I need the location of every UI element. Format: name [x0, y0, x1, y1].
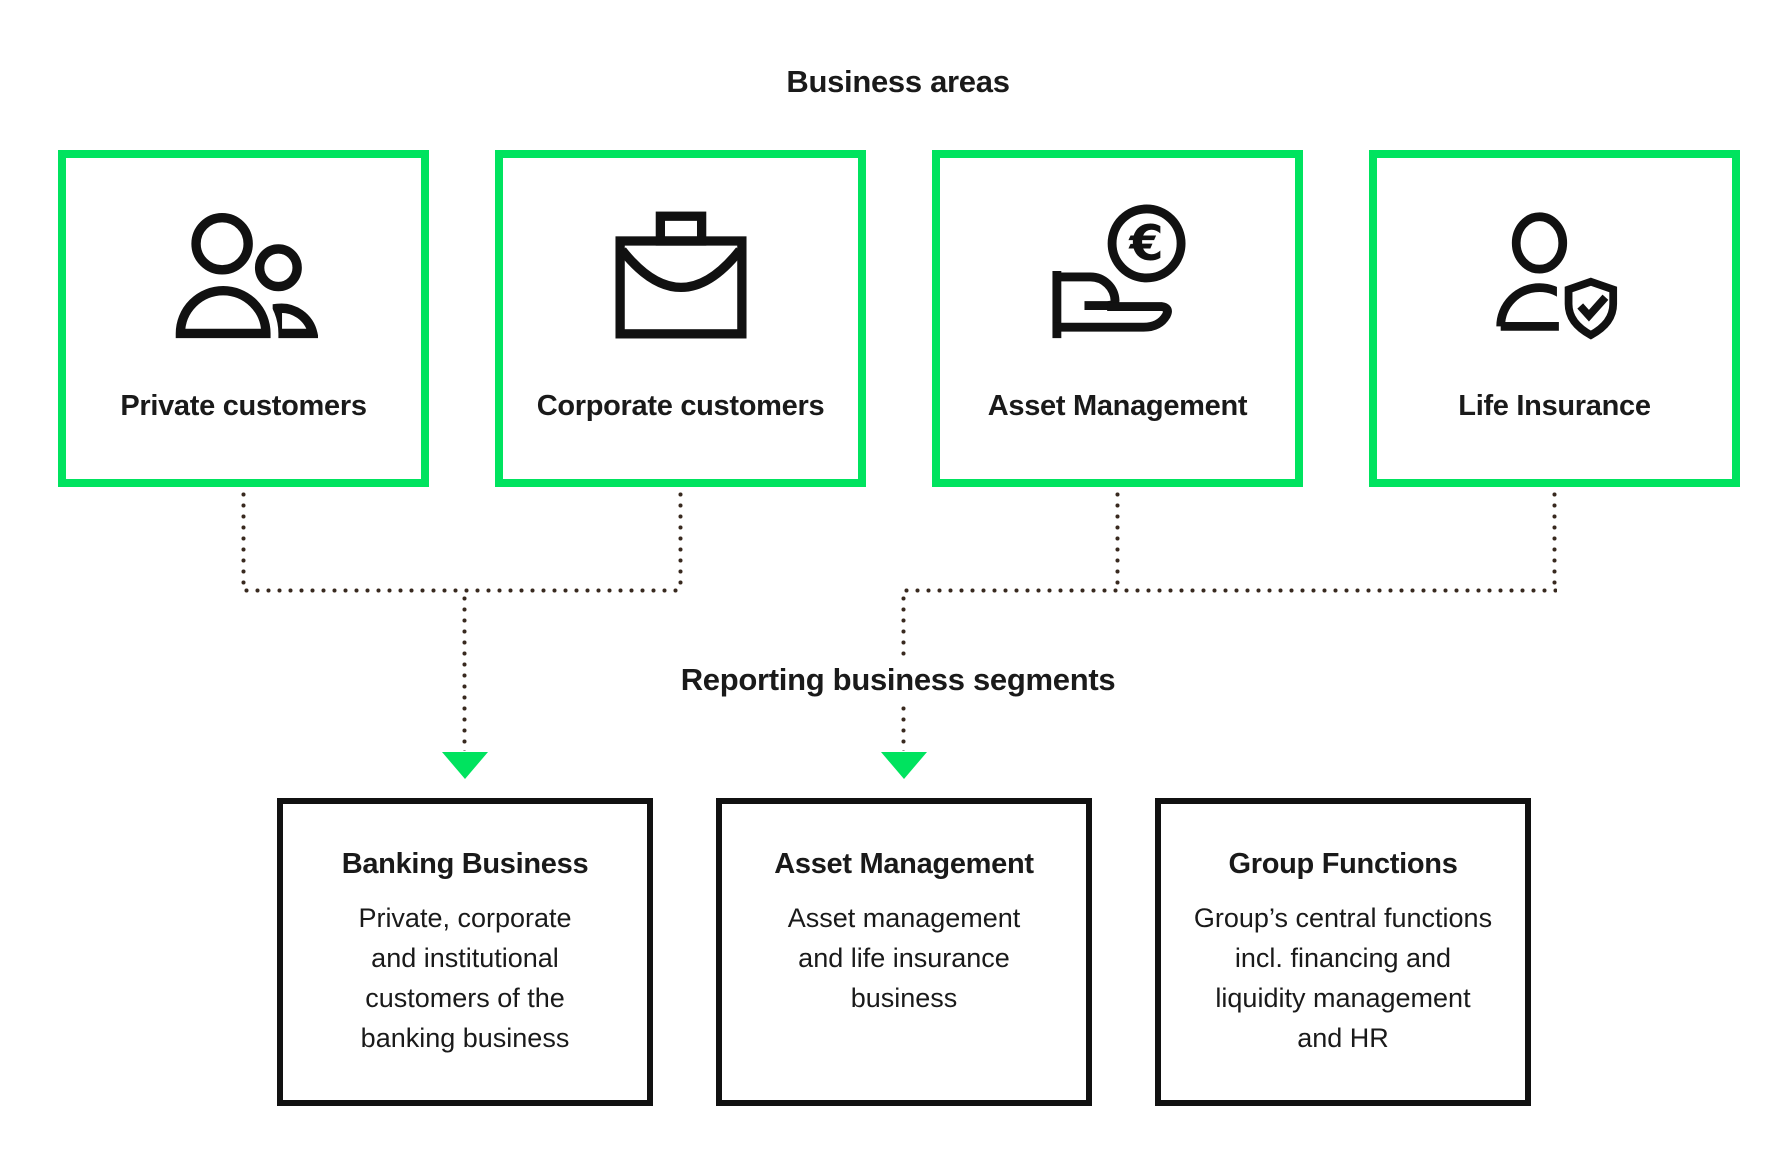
briefcase-icon	[608, 208, 753, 340]
connector-bus-banking	[241, 588, 683, 593]
segment-description: Group’s central functions incl. financin…	[1193, 903, 1493, 1053]
connector-drop-corporate	[678, 489, 683, 591]
segment-description: Private, corporate and institutional cus…	[358, 903, 572, 1053]
area-label: Asset Management	[987, 390, 1248, 422]
area-label: Private customers	[120, 390, 367, 422]
connector-drop-asset	[1115, 489, 1120, 591]
segment-box-banking-business: Banking Business Private, corporate and …	[277, 798, 653, 1106]
segment-box-asset-management: Asset Management Asset management and li…	[716, 798, 1092, 1106]
area-box-life-insurance: Life Insurance	[1369, 150, 1740, 487]
segment-title: Group Functions	[1228, 848, 1458, 880]
connector-drop-private	[241, 489, 246, 591]
area-box-asset-management: € Asset Management	[932, 150, 1303, 487]
reporting-segments-title: Reporting business segments	[670, 660, 1126, 700]
connector-to-banking-segment	[462, 593, 467, 751]
person-shield-icon	[1491, 208, 1619, 340]
area-label: Corporate customers	[536, 390, 825, 422]
segment-box-group-functions: Group Functions Group’s central function…	[1155, 798, 1531, 1106]
connector-drop-life	[1552, 489, 1557, 591]
segment-title: Banking Business	[341, 848, 589, 880]
area-label: Life Insurance	[1458, 390, 1651, 422]
arrow-down-asset-icon	[881, 752, 927, 779]
segment-description: Asset management and life insurance busi…	[787, 903, 1021, 1013]
arrow-down-banking-icon	[442, 752, 488, 779]
area-box-corporate-customers: Corporate customers	[495, 150, 866, 487]
connector-bus-asset	[901, 588, 1557, 593]
hand-euro-icon: €	[1049, 204, 1187, 340]
people-icon	[169, 208, 318, 340]
euro-symbol: €	[1128, 214, 1163, 272]
area-box-private-customers: Private customers	[58, 150, 429, 487]
segment-title: Asset Management	[774, 848, 1034, 880]
business-areas-title: Business areas	[776, 62, 1020, 102]
